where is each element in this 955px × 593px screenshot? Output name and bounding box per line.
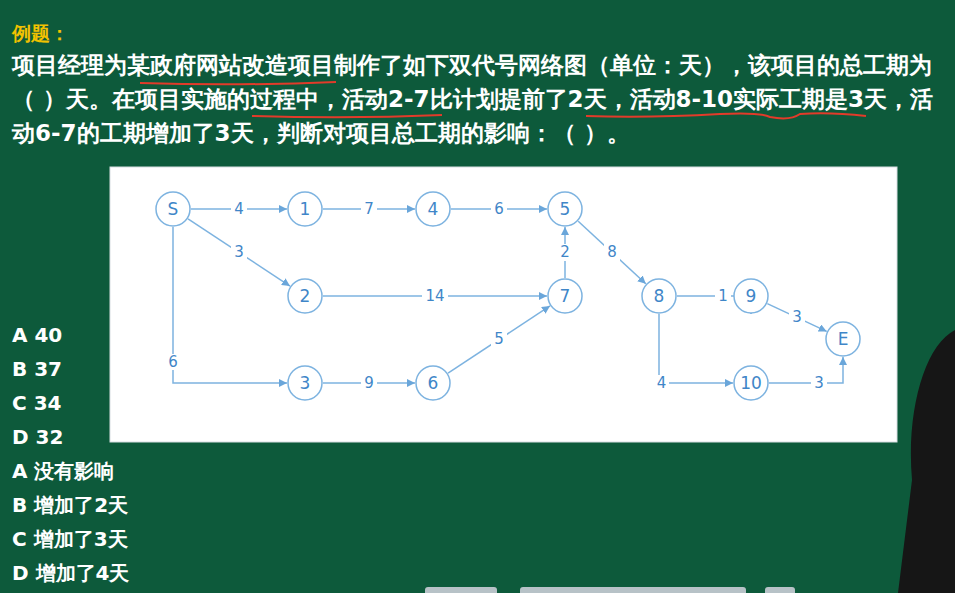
duration-label: 6 — [165, 354, 181, 371]
event-number: S — [168, 201, 179, 218]
duration-label: 1 — [715, 288, 731, 305]
answer-option: A 没有影响 — [12, 459, 212, 483]
red-underline — [140, 82, 336, 84]
circle-shape — [416, 366, 450, 400]
activity-arrow — [173, 227, 287, 383]
answer-option: D 32 — [12, 425, 212, 449]
event-number: 10 — [740, 375, 762, 392]
event-circle: 10 — [733, 365, 769, 401]
event-circle: 5 — [547, 191, 583, 227]
event-circle: 2 — [287, 278, 323, 314]
event-number: 3 — [300, 375, 311, 392]
circle-shape — [548, 279, 582, 313]
example-heading: 例题： — [12, 22, 69, 44]
presenter-silhouette — [898, 330, 955, 593]
duration-label: 4 — [231, 201, 247, 218]
event-number: 1 — [300, 201, 311, 218]
circle-shape — [416, 192, 450, 226]
answer-option: B 37 — [12, 357, 212, 381]
answer-option: C 34 — [12, 391, 212, 415]
duration-label: 6 — [491, 201, 507, 218]
event-number: 6 — [428, 375, 439, 392]
duration-label: 3 — [811, 375, 827, 392]
circle-shape — [288, 192, 322, 226]
activity-arrow — [769, 357, 843, 383]
event-number: 4 — [428, 201, 439, 218]
circle-shape — [288, 279, 322, 313]
circle-shape — [156, 192, 190, 226]
answer-option: B 增加了2天 — [12, 493, 212, 517]
event-number: E — [838, 331, 849, 348]
event-circle: 9 — [733, 278, 769, 314]
activity-arrow — [659, 314, 733, 383]
red-underline — [252, 115, 442, 117]
answer-option: A 40 — [12, 323, 212, 347]
event-number: 5 — [560, 201, 571, 218]
duration-label: 8 — [604, 244, 620, 261]
answer-option: D 增加了4天 — [12, 561, 212, 585]
event-circle: 8 — [641, 278, 677, 314]
red-underline — [586, 113, 866, 118]
activity-arrow — [767, 304, 826, 332]
toolbar-button — [425, 587, 497, 593]
duration-label: 7 — [361, 201, 377, 218]
event-number: 8 — [654, 288, 665, 305]
event-circle: 6 — [415, 365, 451, 401]
event-number: 9 — [746, 288, 757, 305]
activity-arrow — [448, 306, 550, 373]
circle-shape — [288, 366, 322, 400]
activity-arrow — [188, 219, 290, 286]
diagram-panel — [110, 167, 897, 442]
event-number: 7 — [560, 288, 571, 305]
circle-shape — [642, 279, 676, 313]
duration-label: 14 — [422, 288, 447, 305]
event-circle: 1 — [287, 191, 323, 227]
toolbar-button — [765, 587, 795, 593]
event-circle: 7 — [547, 278, 583, 314]
event-circle: 3 — [287, 365, 323, 401]
duration-label: 3 — [789, 309, 805, 326]
duration-label: 5 — [491, 331, 507, 348]
event-number: 2 — [300, 288, 311, 305]
circle-shape — [734, 366, 768, 400]
duration-label: 2 — [557, 244, 573, 261]
duration-label: 9 — [361, 375, 377, 392]
question-text: 项目经理为某政府网站改造项目制作了如下双代号网络图（单位：天），该项目的总工期为… — [12, 48, 950, 150]
duration-label: 3 — [231, 244, 247, 261]
circle-shape — [548, 192, 582, 226]
circle-shape — [826, 322, 860, 356]
toolbar-button — [520, 587, 746, 593]
event-circle: S — [155, 191, 191, 227]
duration-label: 4 — [654, 375, 670, 392]
answer-option: C 增加了3天 — [12, 527, 212, 551]
event-circle: 4 — [415, 191, 451, 227]
activity-arrow — [578, 221, 646, 284]
event-circle: E — [825, 321, 861, 357]
circle-shape — [734, 279, 768, 313]
